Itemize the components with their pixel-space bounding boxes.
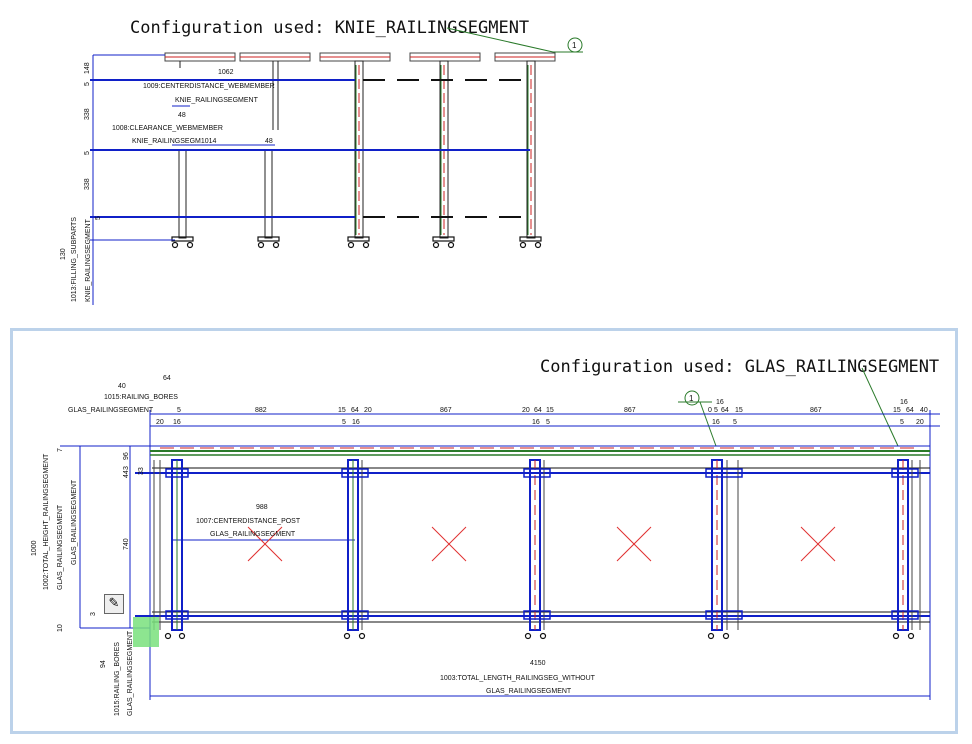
bottom-dim-867a: 867 (440, 407, 452, 414)
bottom-dim-0: 0 (708, 407, 712, 414)
top-dim-center-web-seg: KNIE_RAILINGSEGMENT (175, 97, 259, 104)
bottom-dim-v44: 44 (123, 470, 130, 478)
top-dim-v5a: 5 (84, 82, 91, 86)
bottom-sub-5c: 5 (733, 419, 737, 426)
bottom-dim-867b: 867 (624, 407, 636, 414)
bottom-sub-16: 16 (173, 419, 181, 426)
top-dim-center-web: 1009:CENTERDISTANCE_WEBMEMBER (143, 83, 275, 90)
bottom-dim-15a: 15 (338, 407, 346, 414)
bottom-dim-total-height-seg2: GLAS_RAILINGSEGMENT (71, 479, 78, 565)
bottom-view-frame (10, 328, 958, 734)
top-dim-v148: 148 (84, 62, 91, 74)
bottom-sub-5a: 5 (342, 419, 346, 426)
top-config-label: Configuration used: KNIE_RAILINGSEGMENT (130, 18, 529, 38)
bottom-dim-v3: 3 (123, 466, 130, 470)
bottom-dim-867c: 867 (810, 407, 822, 414)
bottom-posts (153, 459, 921, 640)
top-rail (164, 52, 556, 62)
bottom-dim-988: 988 (256, 504, 268, 511)
bottom-dim-15d: 15 (893, 407, 901, 414)
bottom-sub-20b: 20 (916, 419, 924, 426)
bottom-dim-v10: 10 (57, 624, 64, 632)
top-dim-v338b: 338 (84, 178, 91, 190)
bottom-dim-16b: 16 (900, 399, 908, 406)
top-view: Configuration used: KNIE_RAILINGSEGMENT … (60, 18, 583, 305)
bottom-dim-total-height-seg: GLAS_RAILINGSEGMENT (57, 504, 64, 590)
bottom-dim-v96: 96 (123, 452, 130, 460)
bottom-dim-v94: 94 (100, 660, 107, 668)
bottom-top-dimension-lines (60, 410, 940, 700)
top-dim-filling-seg: KNIE_RAILINGSEGMENT (85, 218, 92, 302)
bottom-dim-total-len: 1003:TOTAL_LENGTH_RAILINGSEG_WITHOUT (440, 675, 596, 682)
bottom-dim-center-post-seg: GLAS_RAILINGSEGMENT (210, 531, 296, 538)
bottom-dim-total-len-seg: GLAS_RAILINGSEGMENT (486, 688, 572, 695)
bottom-dim-64b: 64 (534, 407, 542, 414)
top-dim-v5b: 5 (84, 151, 91, 155)
bottom-dim-v33: 33 (138, 467, 145, 475)
bottom-dim-bores: 1015:RAILING_BORES (104, 394, 178, 401)
top-marker-circle (567, 37, 583, 53)
bottom-dim-64d: 64 (906, 407, 914, 414)
bottom-marker-circle (684, 390, 700, 406)
bottom-dim-15c: 15 (735, 407, 743, 414)
top-dim-clear-web-seg: KNIE_RAILINGSEGM1014 (132, 138, 217, 145)
top-marker: 1 (572, 41, 577, 50)
bottom-marker: 1 (689, 394, 694, 403)
top-dim-v130: 130 (60, 248, 67, 260)
bottom-dim-20a: 20 (364, 407, 372, 414)
top-dimensions (90, 54, 530, 305)
bottom-dim-20b: 20 (522, 407, 530, 414)
bottom-dim-64a: 64 (351, 407, 359, 414)
bottom-dim-v740: 740 (123, 538, 130, 550)
bottom-dim-5b: 5 (714, 407, 718, 414)
bottom-sub-16b: 16 (532, 419, 540, 426)
bottom-dim-64c: 64 (721, 407, 729, 414)
top-dim-v5c: 5 (95, 216, 102, 220)
top-dim-clear-web: 1008:CLEARANCE_WEBMEMBER (112, 125, 223, 132)
selection-highlight[interactable] (133, 617, 159, 647)
bottom-dim-v7: 7 (57, 448, 64, 452)
bottom-dim-4150: 4150 (530, 660, 546, 667)
bottom-dim-bores-v: 1015:RAILING_BORES (114, 642, 121, 716)
bottom-dim-16a: 16 (716, 399, 724, 406)
bottom-dim-64: 64 (163, 375, 171, 382)
bottom-dim-total-height: 1002:TOTAL_HEIGHT_RAILINGSEGMENT (43, 453, 50, 590)
top-dim-1062: 1062 (218, 69, 234, 76)
bottom-dim-40: 40 (118, 383, 126, 390)
bottom-sub-5d: 5 (900, 419, 904, 426)
bottom-config-label: Configuration used: GLAS_RAILINGSEGMENT (540, 357, 939, 377)
top-dim-48a: 48 (178, 112, 186, 119)
bottom-sub-20: 20 (156, 419, 164, 426)
bottom-dim-v1000: 1000 (31, 540, 38, 556)
bottom-dim-center-post: 1007:CENTERDISTANCE_POST (196, 518, 301, 525)
bottom-dim-5: 5 (177, 407, 181, 414)
bottom-dim-bores-seg: GLAS_RAILINGSEGMENT (68, 407, 154, 414)
top-dim-v338a: 338 (84, 108, 91, 120)
bottom-dim-v3b: 3 (90, 612, 97, 616)
top-dim-filling: 1013:FILLING_SUBPARTS (71, 217, 78, 302)
bottom-sub-16a: 16 (352, 419, 360, 426)
bottom-dim-40b: 40 (920, 407, 928, 414)
glass-panel-crosses (247, 526, 836, 562)
bottom-dim-882: 882 (255, 407, 267, 414)
bottom-sub-16c: 16 (712, 419, 720, 426)
bottom-view: Configuration used: GLAS_RAILINGSEGMENT … (31, 357, 940, 716)
top-dim-48b: 48 (265, 138, 273, 145)
bottom-dim-15b: 15 (546, 407, 554, 414)
bottom-dim-bores-v-seg: GLAS_RAILINGSEGMENT (127, 630, 134, 716)
bottom-sub-5b: 5 (546, 419, 550, 426)
pencil-icon[interactable]: ✎ (104, 594, 124, 614)
